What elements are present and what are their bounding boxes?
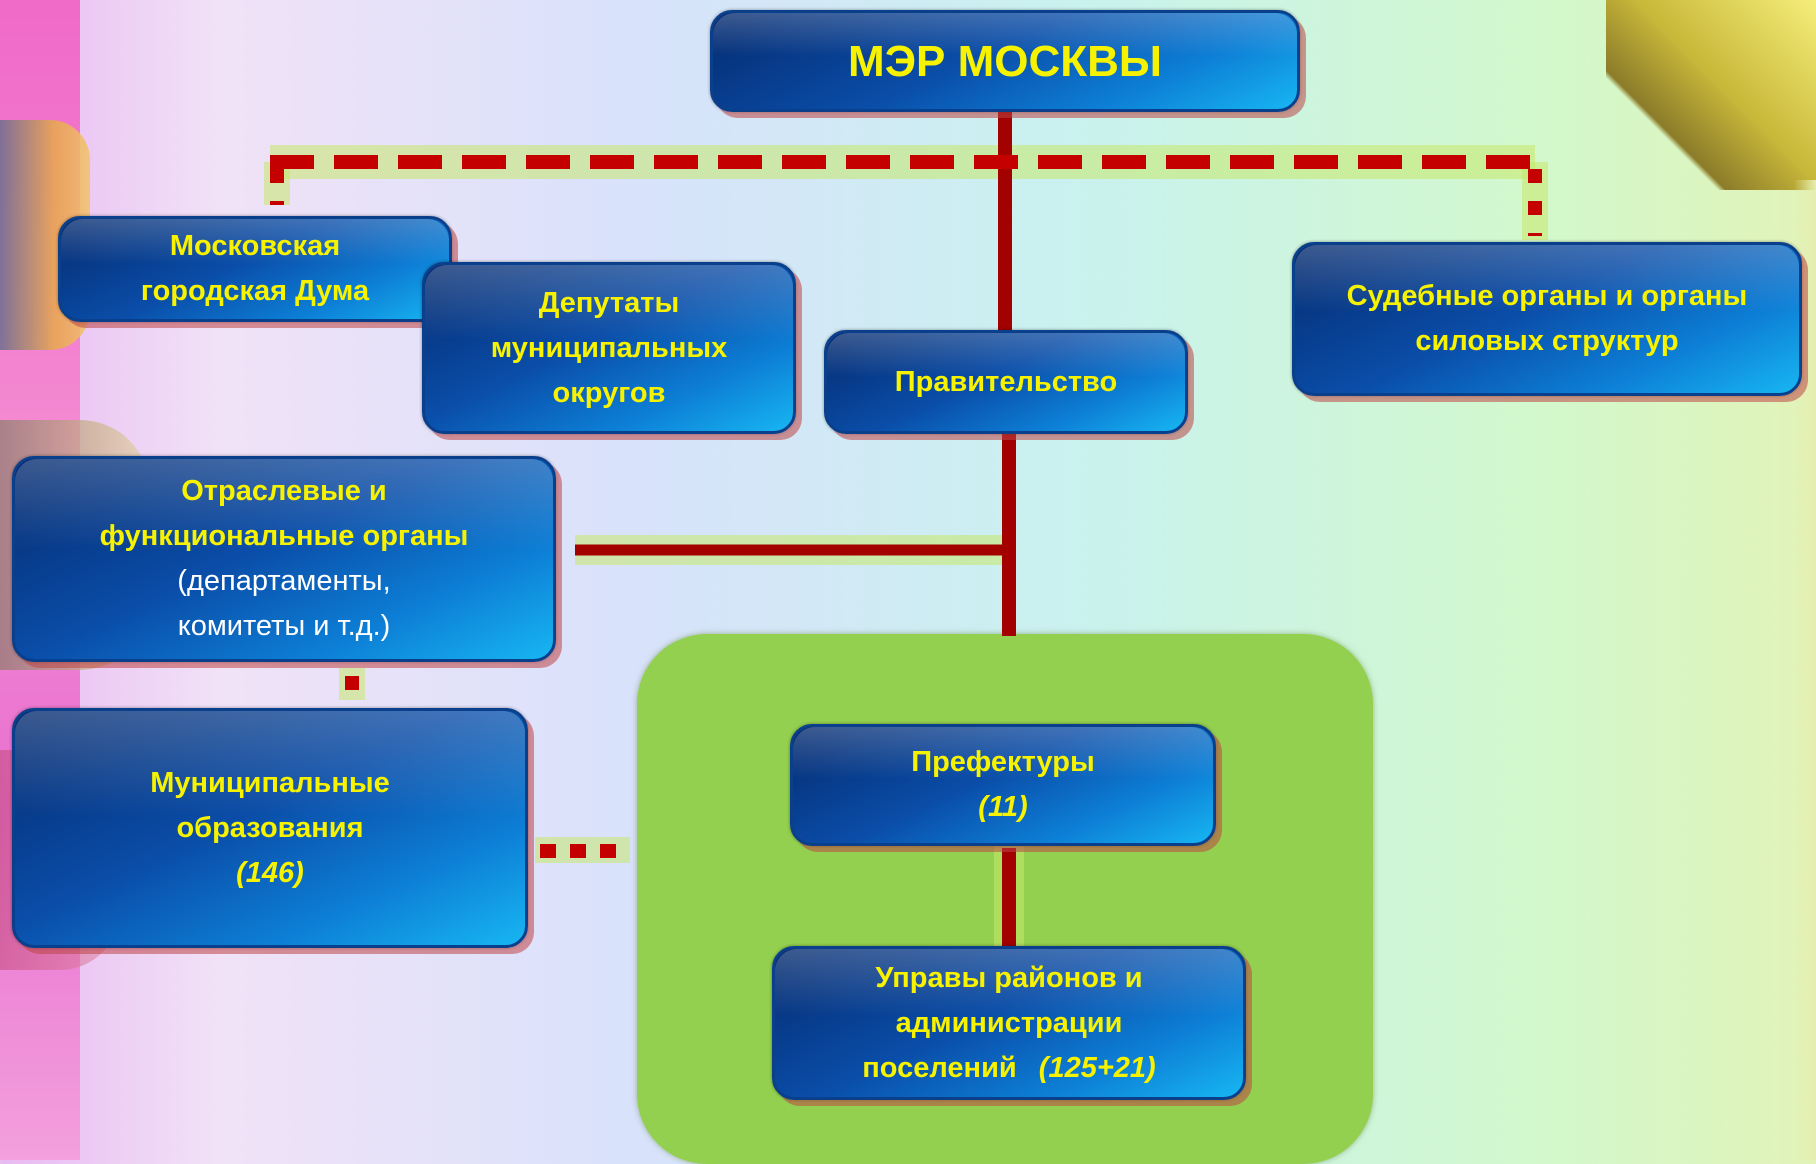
councils-line-3-wrap: поселений (125+21) xyxy=(862,1046,1155,1091)
sectoral-line-4: комитеты и т.д.) xyxy=(177,610,391,642)
city-duma-node: Московская городская Дума xyxy=(58,216,452,322)
page-curl-decoration xyxy=(1606,0,1816,190)
mayor-label: МЭР МОСКВЫ xyxy=(848,36,1162,86)
judicial-node: Судебные органы и органы силовых структу… xyxy=(1292,242,1802,396)
deputies-node: Депутаты муниципальных округов xyxy=(422,262,796,434)
councils-line-3: поселений xyxy=(862,1051,1017,1084)
district-councils-node: Управы районов и администрации поселений… xyxy=(772,946,1246,1100)
councils-count: (125+21) xyxy=(1038,1051,1156,1084)
sectoral-line-3: (департаменты, xyxy=(177,565,391,597)
deputies-line-1: Депутаты xyxy=(538,286,680,319)
sectoral-line-2: функциональные органы xyxy=(99,520,469,552)
government-label: Правительство xyxy=(894,365,1118,398)
municipal-count: (146) xyxy=(236,856,304,889)
government-node: Правительство xyxy=(824,330,1188,434)
city-duma-line-2: городская Дума xyxy=(140,275,370,307)
sectoral-bodies-node: Отраслевые и функциональные органы (депа… xyxy=(12,456,556,662)
councils-line-2: администрации xyxy=(895,1006,1123,1039)
municipal-line-1: Муниципальные xyxy=(150,766,390,799)
judicial-line-1: Судебные органы и органы xyxy=(1346,280,1748,312)
municipal-formations-node: Муниципальные образования (146) xyxy=(12,708,528,948)
deputies-line-3: округов xyxy=(552,376,666,409)
prefectures-count: (11) xyxy=(978,791,1028,823)
prefectures-node: Префектуры (11) xyxy=(790,724,1216,846)
city-duma-line-1: Московская xyxy=(169,230,341,262)
judicial-line-2: силовых структур xyxy=(1415,325,1679,357)
municipal-line-2: образования xyxy=(176,811,364,844)
sectoral-line-1: Отраслевые и xyxy=(181,475,387,507)
deputies-line-2: муниципальных xyxy=(490,331,728,364)
page-edge-decoration xyxy=(1794,180,1816,1160)
councils-line-1: Управы районов и xyxy=(875,961,1143,994)
mayor-node: МЭР МОСКВЫ xyxy=(710,10,1300,112)
prefectures-label: Префектуры xyxy=(911,746,1095,778)
